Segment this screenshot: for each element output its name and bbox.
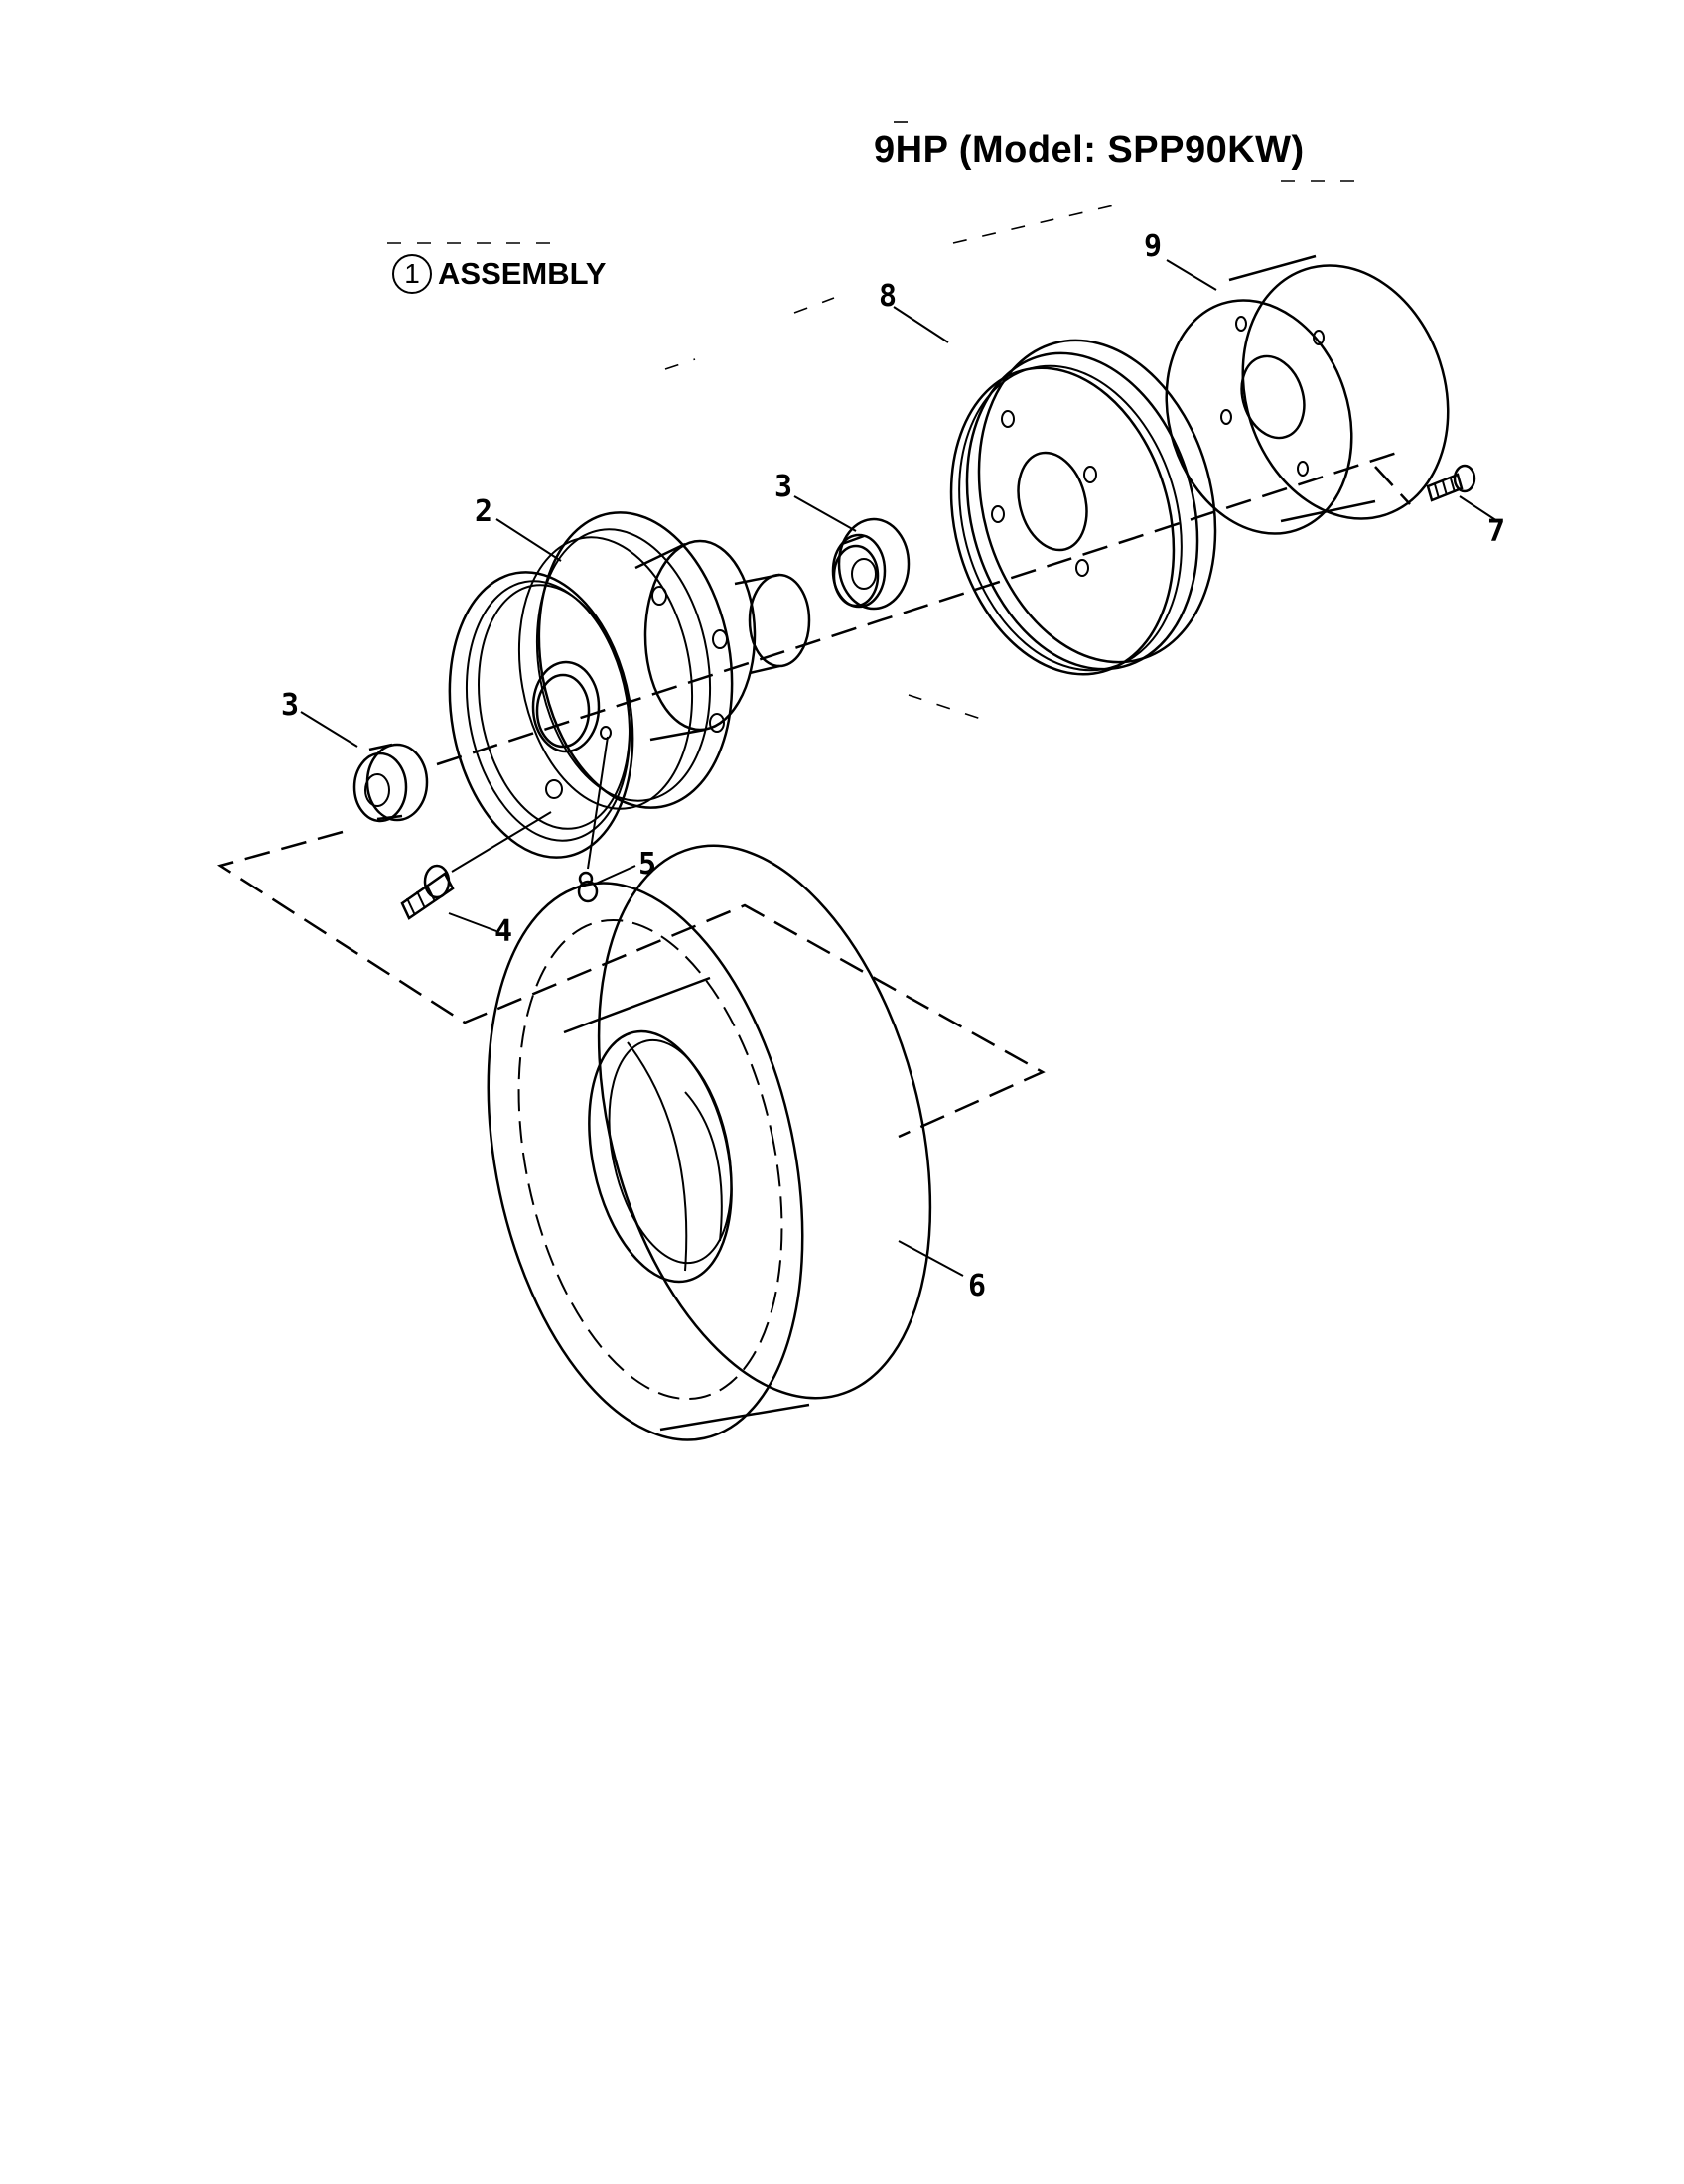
- hub-drum-part: [1165, 254, 1450, 535]
- callout-7: 7: [1487, 514, 1505, 549]
- bearing-left-part: [352, 743, 429, 823]
- leader-lines: [300, 259, 1498, 1277]
- callout-labels: 2 3 3 4 5 6 7 8 9: [281, 229, 1505, 1303]
- callout-4: 4: [494, 914, 512, 949]
- callout-5: 5: [638, 847, 656, 882]
- assembly-number-badge: 1: [392, 254, 432, 294]
- bearing-right-part: [831, 517, 911, 611]
- assembly-label: ASSEMBLY: [438, 256, 607, 291]
- bolt-part: [1426, 464, 1476, 502]
- callout-3-left: 3: [281, 688, 299, 723]
- callout-6: 6: [968, 1269, 986, 1303]
- assembly-axis-line: [436, 450, 1411, 766]
- callout-2: 2: [475, 494, 492, 529]
- callout-3-right: 3: [774, 470, 792, 504]
- pulley-part: [949, 339, 1217, 676]
- tire-guide-line: [216, 830, 1046, 1139]
- tire-part: [487, 844, 932, 1441]
- assembly-heading: 1 ASSEMBLY: [392, 254, 606, 294]
- valve-stem-part: [400, 811, 552, 920]
- title-underline-marks: [387, 121, 1360, 724]
- wheel-rim-part: [448, 511, 811, 859]
- page-title: 9HP (Model: SPP90KW): [874, 129, 1305, 171]
- callout-8: 8: [879, 279, 897, 314]
- callout-9: 9: [1144, 229, 1162, 264]
